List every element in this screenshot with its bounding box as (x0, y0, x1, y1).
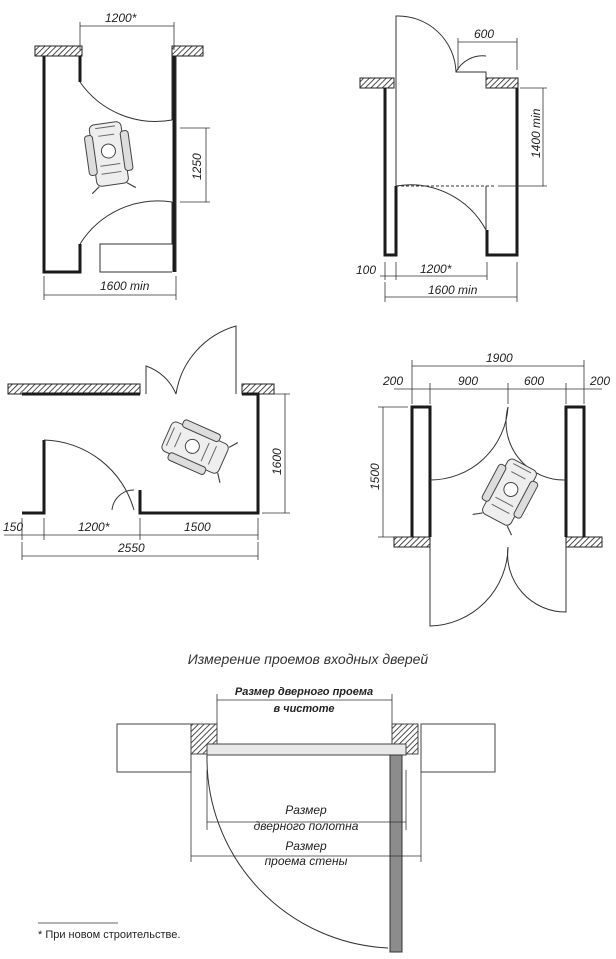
label-opening: 1200* (420, 262, 452, 276)
label-depth: 1250 (190, 153, 204, 180)
label-clear-line1: Размер дверного проема (235, 686, 373, 698)
label-door-a: 900 (458, 374, 478, 388)
label-door-b: 600 (524, 374, 544, 388)
label-width: 1600 min (100, 279, 150, 293)
label-leaf-line2: дверного полотна (254, 819, 359, 833)
diagram-a: 1200* 1250 1600 min (34, 11, 210, 300)
label-wall-line1: Размер (285, 839, 327, 853)
label-opening: 1200* (78, 520, 110, 534)
label-depth: 1400 min (529, 108, 543, 158)
label-total: 1900 (486, 351, 513, 365)
diagram-b: 600 1400 min 100 1200* 1600 min (356, 15, 547, 302)
footnote: * При новом строительстве. (38, 929, 180, 941)
label-total: 2550 (117, 541, 145, 555)
label-rest: 1500 (184, 520, 211, 534)
label-opening: 1200* (105, 11, 137, 25)
label-right: 200 (589, 374, 610, 388)
door-detail: Размер дверного проема в чистоте Размер … (116, 686, 496, 953)
label-left: 200 (382, 374, 403, 388)
diagram-c: 1600 150 1200* 1500 2550 (3, 325, 290, 560)
label-depth: 1600 (270, 448, 284, 475)
label-wall-line2: проема стены (265, 854, 348, 868)
label-depth: 1500 (368, 463, 382, 490)
label-door: 600 (474, 27, 494, 41)
label-side: 150 (3, 520, 23, 534)
wall-hatch (565, 536, 603, 548)
label-side: 100 (356, 263, 376, 277)
label-leaf-line1: Размер (285, 803, 327, 817)
label-width: 1600 min (428, 283, 478, 297)
figure-caption: Измерение проемов входных дверей (188, 651, 429, 667)
label-clear-line2: в чистоте (273, 703, 334, 715)
wall-hatch (359, 77, 395, 89)
wall-hatch (171, 45, 204, 57)
diagram-d: 1900 200 900 600 200 1500 (368, 351, 610, 627)
wall-hatch (485, 77, 519, 89)
wall-hatch (34, 45, 83, 57)
wall-hatch (393, 536, 431, 548)
